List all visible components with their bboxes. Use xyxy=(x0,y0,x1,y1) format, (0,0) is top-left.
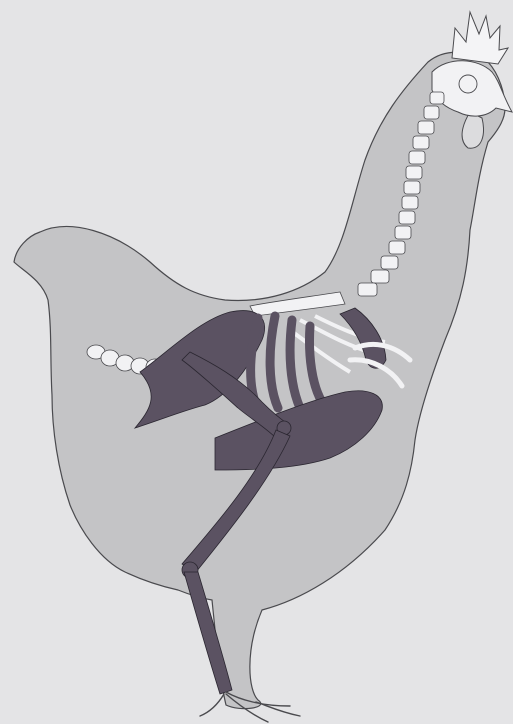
chicken-comb xyxy=(452,12,508,64)
chicken-body xyxy=(14,52,505,708)
